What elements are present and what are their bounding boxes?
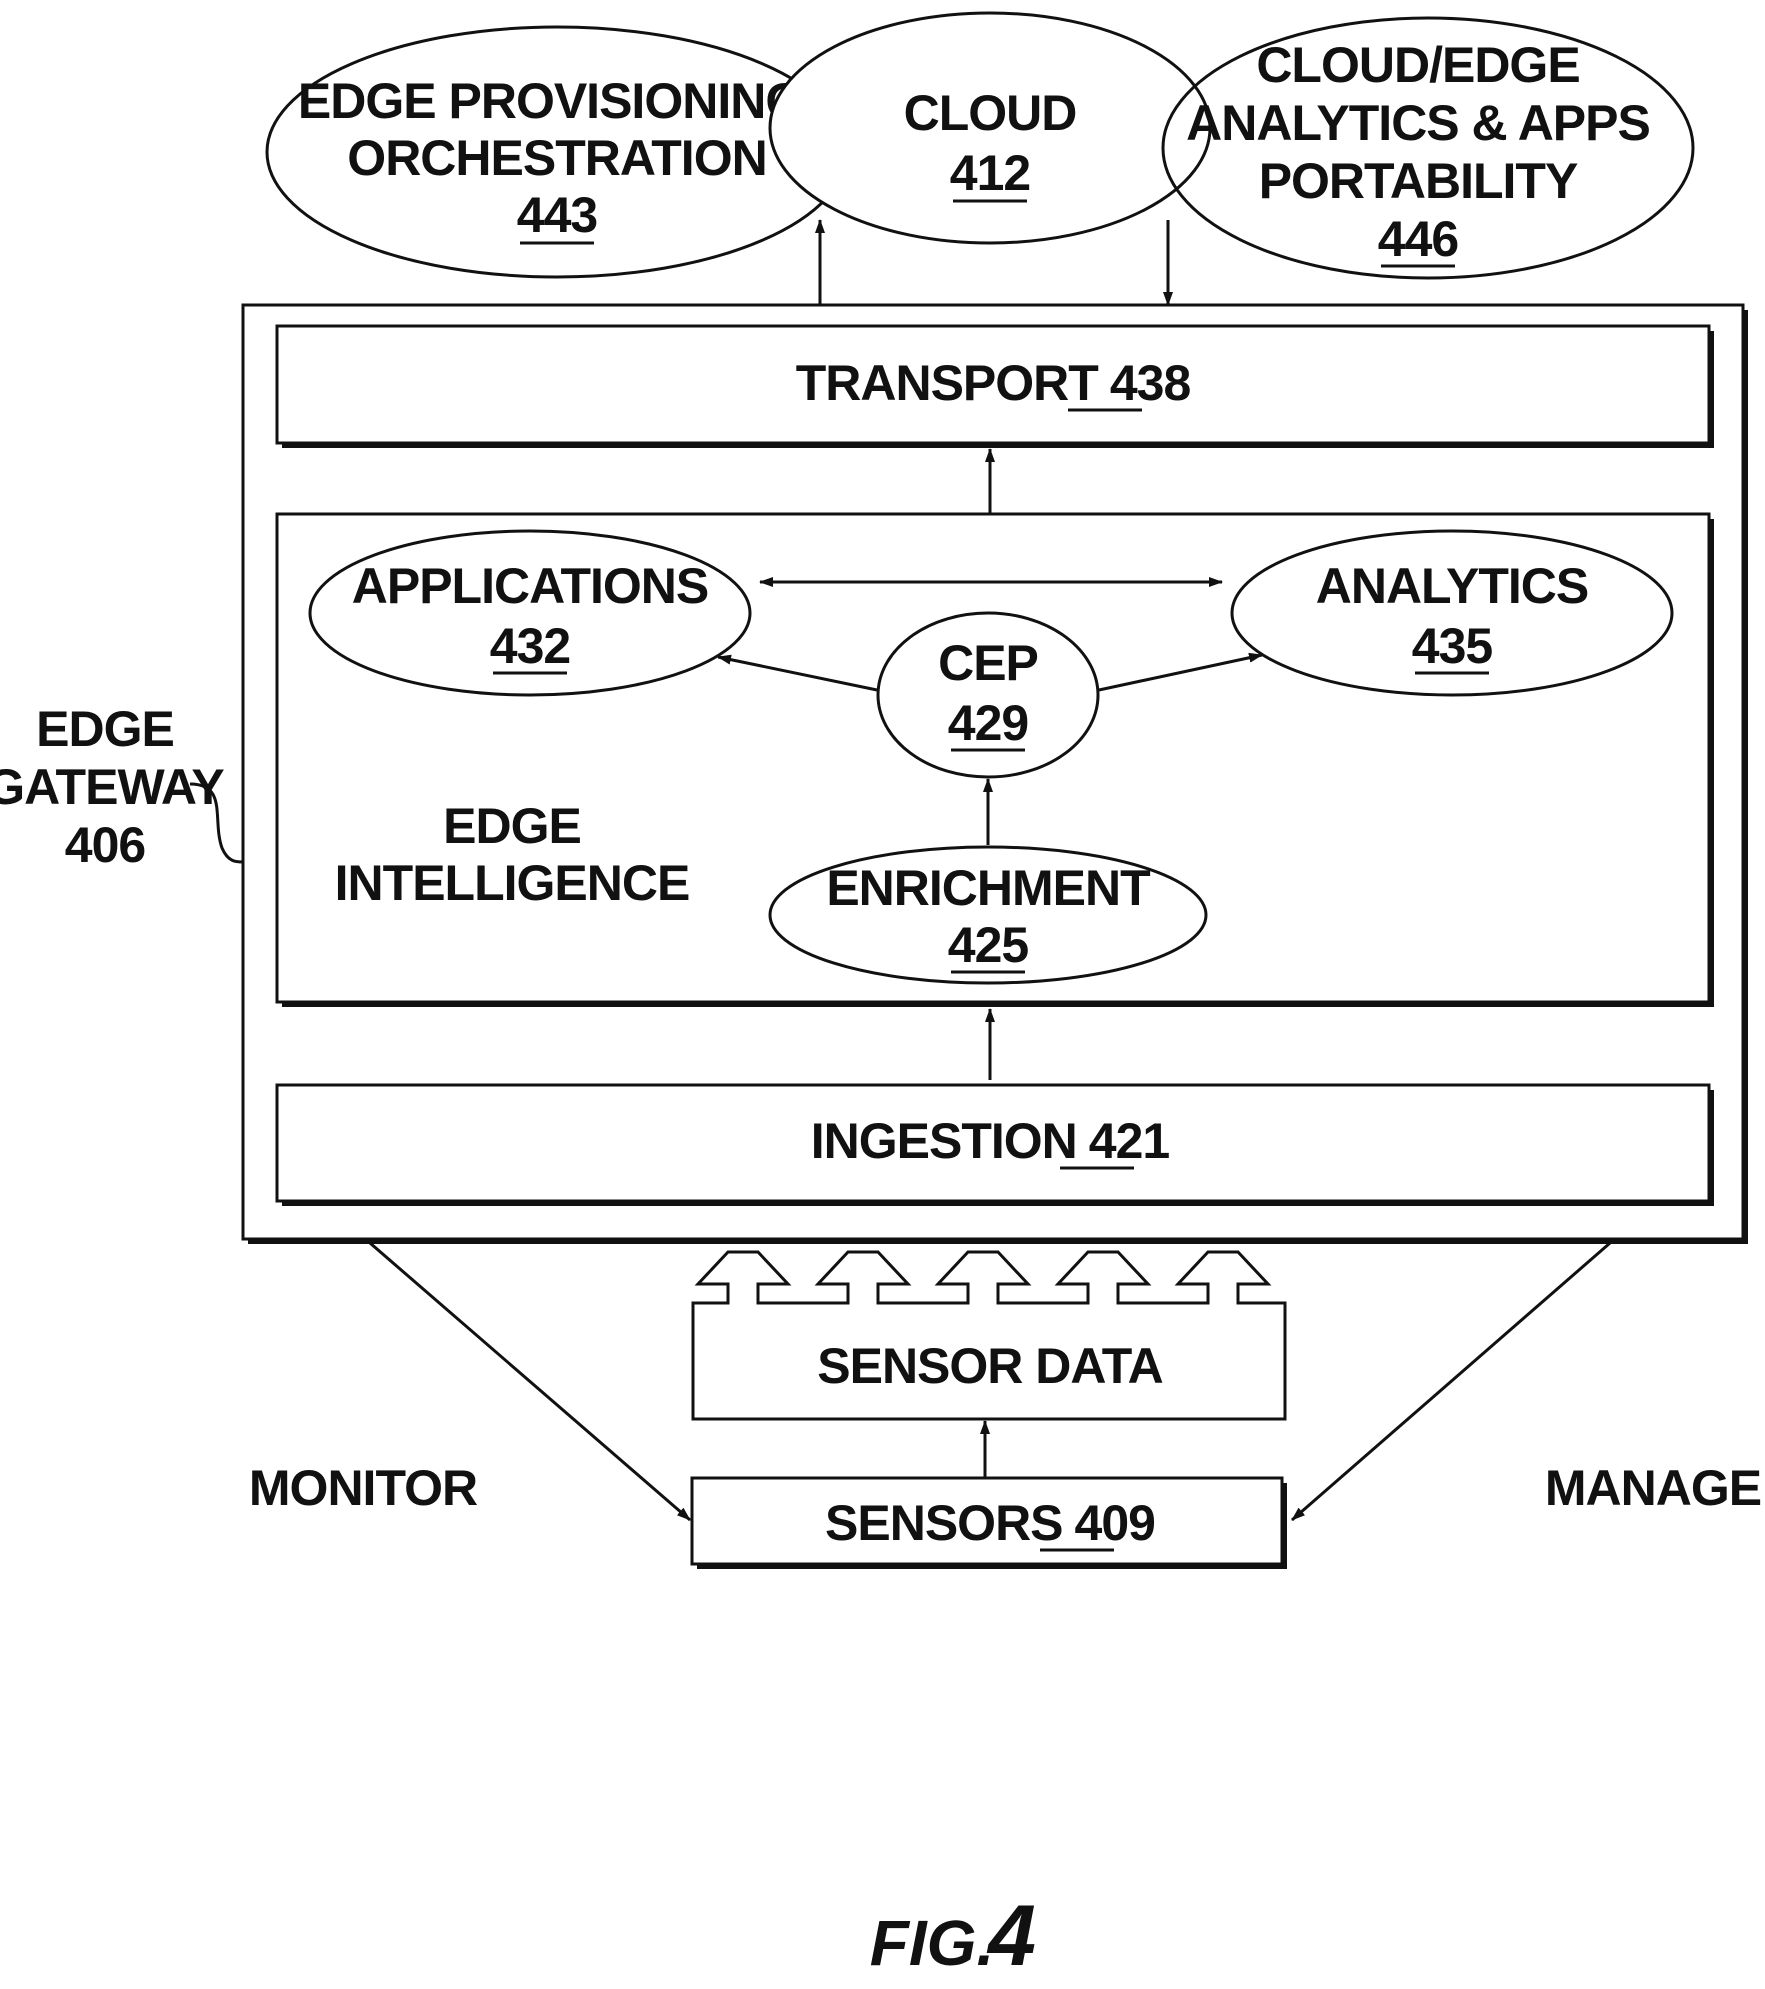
cloud-edge-analytics-line2: ANALYTICS & APPS	[1186, 95, 1650, 151]
ingestion-layer: INGESTION421	[277, 1085, 1714, 1206]
analytics-label: ANALYTICS	[1316, 558, 1589, 614]
cep-label: CEP	[938, 635, 1038, 691]
sensor-data-label: SENSOR DATA	[817, 1338, 1163, 1394]
cep-ref: 429	[948, 695, 1028, 751]
enrichment-ref: 425	[948, 917, 1029, 973]
edge-provisioning-line2: ORCHESTRATION	[347, 130, 766, 186]
figure-label: FIG.	[870, 1907, 994, 1979]
figure-caption: FIG. 4	[870, 1888, 1036, 1984]
transport-ref: 438	[1110, 355, 1191, 411]
applications-label: APPLICATIONS	[352, 558, 709, 614]
sensors-name: SENSORS	[825, 1495, 1063, 1551]
monitor-label: MONITOR	[249, 1460, 478, 1516]
enrichment-node: ENRICHMENT 425	[770, 847, 1206, 983]
edge-provisioning-node: EDGE PROVISIONING/ ORCHESTRATION 443	[267, 27, 847, 277]
sensors-node: SENSORS409	[692, 1478, 1287, 1569]
cloud-ref: 412	[950, 145, 1030, 201]
sensor-data-block: SENSOR DATA	[693, 1252, 1285, 1419]
cloud-node: CLOUD 412	[770, 13, 1210, 243]
edge-gateway-line1: EDGE	[36, 701, 174, 757]
ingestion-name: INGESTION	[811, 1113, 1077, 1169]
ingestion-ref: 421	[1089, 1113, 1170, 1169]
edge-intelligence-line1: EDGE	[443, 798, 581, 854]
edge-gateway-ref: 406	[65, 817, 145, 873]
edge-gateway-line2: GATEWAY	[0, 759, 224, 815]
analytics-ref: 435	[1412, 618, 1493, 674]
transport-label: TRANSPORT438	[796, 355, 1191, 411]
cloud-edge-analytics-node: CLOUD/EDGE ANALYTICS & APPS PORTABILITY …	[1163, 18, 1693, 278]
sensors-label: SENSORS409	[825, 1495, 1155, 1551]
transport-name: TRANSPORT	[796, 355, 1099, 411]
figure-number: 4	[986, 1888, 1036, 1984]
edge-provisioning-ref: 443	[517, 187, 597, 243]
applications-ref: 432	[490, 618, 570, 674]
sensors-ref: 409	[1075, 1495, 1155, 1551]
manage-label: MANAGE	[1545, 1460, 1761, 1516]
cloud-edge-analytics-ref: 446	[1378, 211, 1458, 267]
enrichment-label: ENRICHMENT	[826, 860, 1150, 916]
cloud-label: CLOUD	[904, 85, 1077, 141]
transport-layer: TRANSPORT438	[277, 326, 1714, 448]
edge-intelligence-line2: INTELLIGENCE	[335, 855, 690, 911]
cloud-edge-analytics-line3: PORTABILITY	[1259, 153, 1578, 209]
cloud-edge-analytics-line1: CLOUD/EDGE	[1256, 37, 1579, 93]
edge-provisioning-line1: EDGE PROVISIONING/	[298, 73, 817, 129]
ingestion-label: INGESTION421	[811, 1113, 1170, 1169]
edge-gateway-label: EDGE GATEWAY 406	[0, 701, 243, 873]
